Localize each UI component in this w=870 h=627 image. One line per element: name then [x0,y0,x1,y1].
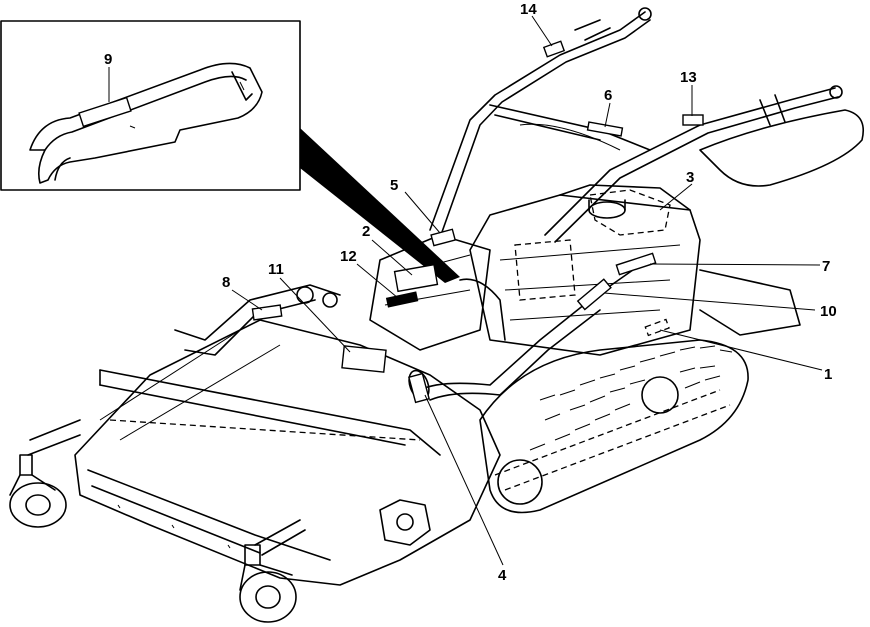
decal-5-rect [430,228,457,247]
callout-6: 6 [604,87,612,104]
callout-7: 7 [822,258,830,275]
mower-deck [9,284,501,623]
decal-12-rect [385,291,419,308]
callout-13: 13 [680,69,697,86]
callout-numbers: 1 2 3 4 5 6 7 8 9 10 11 12 13 14 [104,1,837,584]
callout-9: 9 [104,51,112,68]
decal-10-rect [576,278,612,311]
leader-lines [108,15,823,566]
callout-10: 10 [820,303,837,320]
callout-3: 3 [686,169,694,186]
decal-1-rect [644,318,670,337]
inset-detail-box [0,20,301,191]
decal-8-rect [251,304,283,321]
callout-11: 11 [268,261,284,278]
callout-5: 5 [390,177,398,194]
callout-8: 8 [222,274,230,291]
callout-2: 2 [362,223,370,240]
decal-9-rect [78,96,132,128]
decal-7-rect [615,252,657,276]
callout-4: 4 [498,567,507,584]
callout-12: 12 [340,248,357,265]
callout-14: 14 [520,1,537,18]
decals [251,40,704,404]
callout-1: 1 [824,366,832,383]
track-unit [479,109,864,514]
decal-4-rect [408,372,430,404]
handlebars [429,7,843,243]
decal-2-rect [393,263,439,293]
decal-11-rect [341,345,387,373]
decal-13-rect [682,114,704,126]
decal-6-rect [586,121,624,137]
inset-zoom-wedge [300,128,460,283]
decal-14-rect [542,40,566,58]
